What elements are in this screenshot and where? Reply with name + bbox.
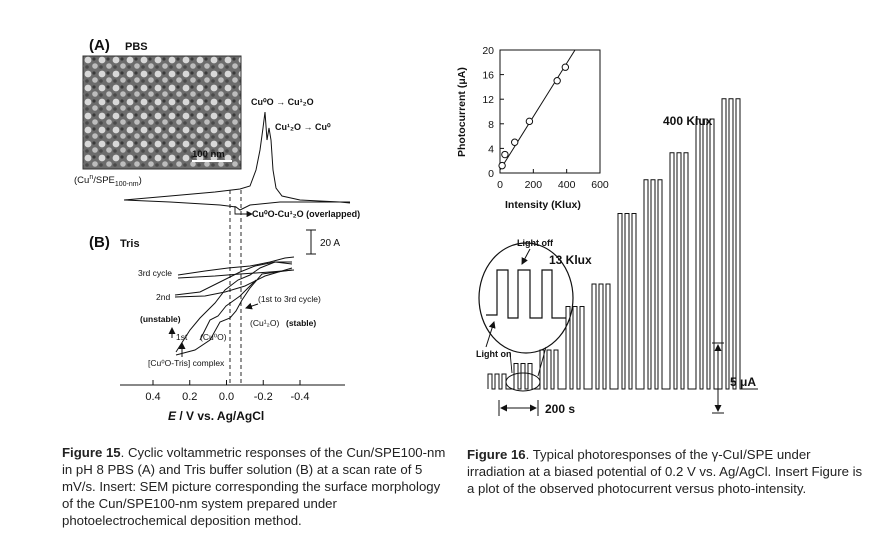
inset-x-tick-label: 600 (591, 179, 609, 191)
figure-16: 0 200 400 600 0 4 8 12 16 20 Photocurrent (μA) In… (456, 45, 758, 416)
panel-b-sublabel: Tris (120, 238, 140, 250)
inset-y-tick-label: 20 (482, 45, 494, 57)
label-complex: [Cu⁰O-Tris] complex (148, 358, 225, 368)
label-3rd-cycle: 3rd cycle (138, 268, 172, 278)
x-axis-e: E (168, 409, 177, 423)
inset-data-point (511, 138, 519, 146)
inset-y-tick-label: 0 (488, 168, 494, 180)
zoom-circle-small (505, 372, 541, 392)
inset-x-label: Intensity (Klux) (505, 199, 581, 211)
inset-data-point (498, 161, 506, 170)
label-unstable: (unstable) (140, 314, 181, 324)
zoom-connector-right (537, 346, 547, 377)
annotation-overlapped: Cu⁰O-Cu¹₂O (overlapped) (252, 209, 360, 219)
sem-scale-label: 100 nm (192, 149, 225, 160)
inset-x-tick-label: 400 (558, 179, 576, 191)
inset-plot: 0 200 400 600 0 4 8 12 16 20 Photocurrent (μA) In… (456, 45, 609, 211)
inset-x-tick-label: 200 (525, 179, 543, 191)
photoresponse-trace (487, 98, 758, 390)
x-tick-label: 0.4 (145, 391, 160, 403)
label-1st-cycle: 1st (176, 332, 188, 342)
svg-text:E / V vs. Ag/AgCl: E / V vs. Ag/AgCl (168, 409, 264, 423)
label-cu2o: (Cu¹₂O) (250, 318, 279, 328)
fig15-x-axis: 0.4 0.2 0.0 -0.2 -0.4 E / V vs. Ag/AgCl (120, 380, 345, 423)
overlap-arrow (234, 206, 253, 218)
sem-image: 100 nm (82, 55, 242, 170)
label-cycle-range: (1st to 3rd cycle) (258, 294, 321, 304)
inset-y-tick-label: 4 (488, 143, 494, 155)
x-tick-label: -0.2 (254, 391, 273, 403)
zoom-connector-left (509, 351, 513, 374)
inset-frame (499, 49, 601, 174)
label-stable: (stable) (286, 318, 316, 328)
annotation-cu0o-to-cu2o: Cu⁰O → Cu¹₂O (251, 97, 314, 107)
photocurrent-scale-bar: 5 μA (712, 342, 756, 414)
sem-caption: (Cun/SPE100-nm) (74, 174, 142, 188)
cycle-range-arrow (245, 302, 259, 310)
zoomed-square-wave (486, 269, 566, 319)
inset-y-tick-label: 16 (482, 70, 494, 82)
photocurrent-scale-label: 5 μA (730, 375, 756, 389)
current-scale-label: 20 A (320, 238, 340, 249)
label-cu0o: (Cu⁰O) (200, 332, 227, 342)
zoom-circle-large (478, 242, 574, 354)
label-light-off: Light off (517, 238, 554, 248)
time-scale-bar: 200 s (498, 400, 575, 416)
x-tick-label: 0.2 (182, 391, 197, 403)
inset-y-label: Photocurrent (μA) (456, 67, 468, 157)
figure-15-caption: Figure 15. Cyclic voltammetric responses… (62, 445, 446, 528)
x-tick-label: 0.0 (219, 391, 234, 403)
x-axis-label: / V vs. Ag/AgCl (176, 409, 264, 423)
inset-y-tick-label: 8 (488, 119, 494, 131)
cv-curve-pbs (123, 111, 351, 211)
cv-curves-tris (174, 256, 295, 356)
x-tick-label: -0.4 (291, 391, 310, 403)
inset-fit-line (499, 49, 576, 171)
time-scale-label: 200 s (545, 402, 575, 416)
panel-b-label: (B) (89, 234, 110, 251)
inset-x-tick-label: 0 (497, 179, 503, 191)
figure-16-caption: Figure 16. Typical photoresponses of the… (467, 447, 863, 496)
label-400-klux: 400 Klux (663, 114, 713, 128)
current-scale-bar: 20 A (306, 229, 340, 255)
inset-data-point (501, 150, 509, 159)
inset-y-tick-label: 12 (482, 94, 494, 106)
light-on-arrow (485, 321, 496, 348)
figure-15: (A) PBS 100 nm (Cun/SPE100-nm) Cu⁰O → Cu… (74, 37, 360, 423)
inset-data-point (525, 117, 534, 126)
inset-data-point (561, 63, 570, 71)
annotation-cu2o-to-cu0: Cu¹₂O → Cu⁰ (275, 122, 331, 132)
panel-a-sublabel: PBS (125, 41, 148, 53)
label-light-on: Light on (476, 349, 512, 359)
panel-a-label: (A) (89, 37, 110, 54)
label-13-klux: 13 Klux (549, 253, 592, 267)
label-2nd-cycle: 2nd (156, 292, 170, 302)
inset-data-point (553, 77, 561, 85)
light-off-arrow (521, 248, 531, 265)
svg-text:(Cun/SPE100-nm): (Cun/SPE100-nm) (74, 174, 142, 188)
